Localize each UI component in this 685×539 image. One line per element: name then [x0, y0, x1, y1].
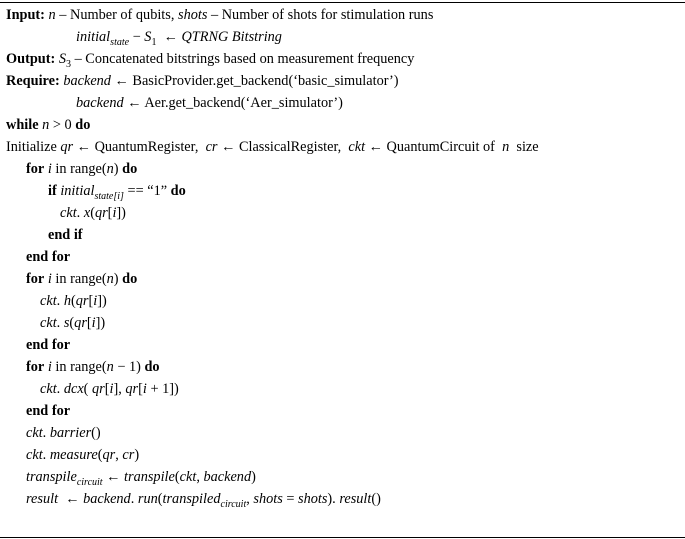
input-line: Input: n – Number of qubits, shots – Num…: [6, 7, 434, 23]
for-loop-2: for i in range(n) do: [26, 271, 138, 287]
ckt-h-line: ckt. h(qr[i]): [40, 293, 107, 309]
end-for-1: end for: [26, 249, 71, 265]
bottom-rule: [0, 537, 685, 538]
result-line: result ← backend. run(transpiledcircuit,…: [26, 491, 381, 510]
end-for-3: end for: [26, 403, 71, 419]
end-for-2: end for: [26, 337, 71, 353]
output-label: Output:: [6, 51, 56, 67]
input-line-2: initialstate − S1 ← QTRNG Bitstring: [76, 29, 282, 48]
ckt-s-line: ckt. s(qr[i]): [40, 315, 106, 331]
ckt-x-line: ckt. x(qr[i]): [60, 205, 126, 221]
output-line: Output: S3 – Concatenated bitstrings bas…: [6, 51, 415, 70]
ckt-dcx-line: ckt. dcx( qr[i], qr[i + 1]): [40, 381, 179, 397]
require-label: Require:: [6, 73, 60, 89]
initialize-line: Initialize qr ← QuantumRegister, cr ← Cl…: [6, 139, 539, 155]
measure-line: ckt. measure(qr, cr): [26, 447, 140, 463]
for-loop-1: for i in range(n) do: [26, 161, 138, 177]
while-line: while n > 0 do: [6, 117, 91, 133]
require-line-2: backend ← Aer.get_backend(‘Aer_simulator…: [76, 95, 343, 111]
top-rule: [0, 2, 685, 3]
end-if-line: end if: [48, 227, 83, 243]
transpile-line: transpilecircuit ← transpile(ckt, backen…: [26, 469, 256, 488]
input-label: Input:: [6, 7, 45, 23]
for-loop-3: for i in range(n − 1) do: [26, 359, 160, 375]
barrier-line: ckt. barrier(): [26, 425, 101, 441]
if-line: if initialstate[i] == “1” do: [48, 183, 186, 202]
require-line-1: Require: backend ← BasicProvider.get_bac…: [6, 73, 399, 89]
